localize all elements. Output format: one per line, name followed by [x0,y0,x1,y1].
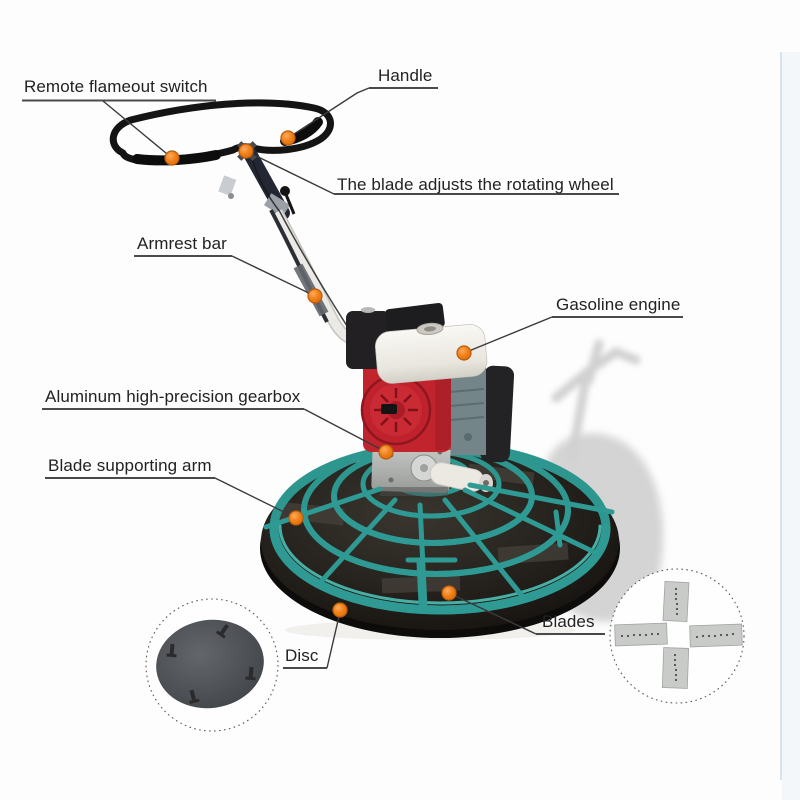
cage-posts [405,509,563,606]
blade-rivets [620,587,735,682]
label-gasoline-engine: Gasoline engine [556,295,681,314]
marker-blades [441,585,457,601]
inset-blades [609,568,745,704]
label-armrest-bar: Armrest bar [137,234,227,253]
engine-assembly [346,303,515,496]
inset-disc [145,598,279,732]
fuel-tank [375,322,488,384]
disc-clips [166,623,256,705]
marker-armrest-bar [307,288,323,304]
marker-remote-flameout-switch [164,150,180,166]
throttle-cable [251,157,352,333]
label-blades: Blades [542,612,595,631]
marker-blade-supporting-arm [288,510,304,526]
label-blade-adjusting-wheel: The blade adjusts the rotating wheel [337,175,614,194]
label-remote-flameout-switch: Remote flameout switch [24,77,208,96]
page-edge-band [780,52,800,800]
label-handle: Handle [378,66,433,85]
marker-disc [332,602,348,618]
guard-cage-front [263,481,615,615]
label-blade-supporting-arm: Blade supporting arm [48,456,212,475]
leader-lines [102,87,553,669]
marker-gasoline-engine [456,345,472,361]
marker-handle [280,130,296,146]
starter-grip [381,404,397,414]
marker-gearbox [378,444,394,460]
marker-dots [164,130,472,618]
cage-spokes [263,482,615,611]
label-underlines [22,87,683,669]
recoil-starter [360,374,432,446]
label-disc: Disc [285,646,319,665]
handle-assembly [109,99,359,347]
belt-housing [479,365,515,463]
label-gearbox: Aluminum high-precision gearbox [45,387,301,406]
marker-blade-adjusting-wheel [238,143,254,159]
throttle-lever [280,186,296,215]
